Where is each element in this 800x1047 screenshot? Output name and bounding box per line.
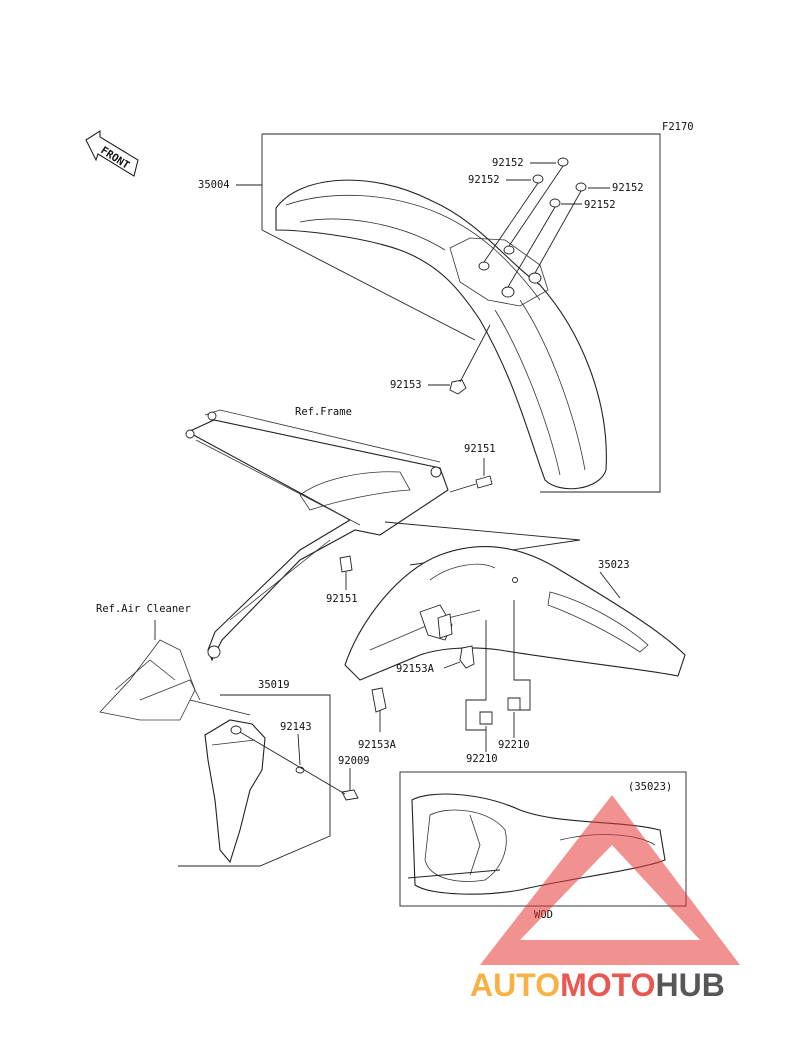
watermark-auto: AUTO bbox=[470, 967, 560, 1003]
label-92153A-b: 92153A bbox=[358, 739, 397, 751]
front-fender-group bbox=[261, 133, 661, 493]
svg-text:AUTOMOTOHUB: AUTOMOTOHUB bbox=[470, 967, 725, 1003]
frame-reference bbox=[185, 409, 449, 662]
front-fender-35004 bbox=[275, 179, 607, 490]
label-92152-b: 92152 bbox=[468, 174, 500, 186]
label-92153A-a: 92153A bbox=[396, 663, 435, 675]
label-92009: 92009 bbox=[338, 755, 370, 767]
label-ref-frame: Ref.Frame bbox=[295, 406, 352, 418]
label-92143: 92143 bbox=[280, 721, 312, 733]
watermark-hub: HUB bbox=[655, 967, 724, 1003]
watermark-logo: AUTOMOTOHUB bbox=[470, 795, 740, 1003]
front-arrow-icon: FRONT bbox=[85, 129, 139, 177]
label-92151-b: 92151 bbox=[326, 593, 358, 605]
label-92152-a: 92152 bbox=[492, 157, 524, 169]
label-ref-air-cleaner: Ref.Air Cleaner bbox=[96, 603, 191, 615]
label-35004: 35004 bbox=[198, 179, 230, 191]
watermark-triangle-icon bbox=[480, 795, 740, 965]
label-92152-c: 92152 bbox=[612, 182, 644, 194]
figure-code: F2170 bbox=[662, 121, 694, 133]
label-35019: 35019 bbox=[258, 679, 290, 691]
label-92152-d: 92152 bbox=[584, 199, 616, 211]
mud-flap-35019 bbox=[178, 694, 359, 867]
label-92153: 92153 bbox=[390, 379, 422, 391]
rear-fender-35023 bbox=[344, 521, 686, 681]
label-92151-a: 92151 bbox=[464, 443, 496, 455]
watermark-moto: MOTO bbox=[560, 967, 655, 1003]
inset-ref-label: (35023) bbox=[628, 781, 672, 793]
label-35023: 35023 bbox=[598, 559, 630, 571]
label-92210-a: 92210 bbox=[498, 739, 530, 751]
label-92210-b: 92210 bbox=[466, 753, 498, 765]
air-cleaner-reference bbox=[99, 620, 251, 721]
